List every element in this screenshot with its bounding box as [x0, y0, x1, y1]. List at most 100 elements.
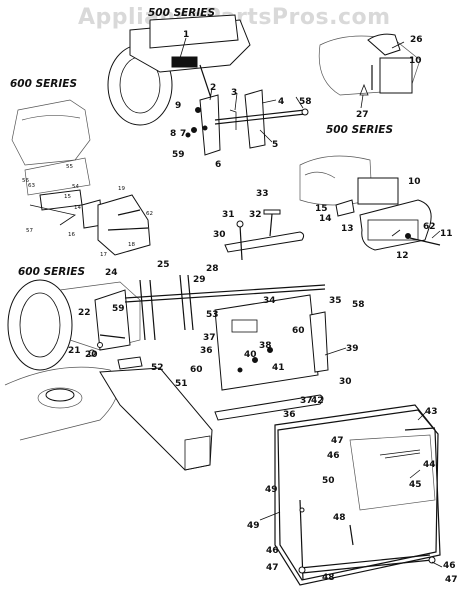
- label-600-series-mid: 600 SERIES: [18, 266, 85, 278]
- callout-58-mid: 58: [352, 300, 365, 310]
- callout-33: 33: [256, 189, 269, 199]
- grass-bag-frame: [259, 404, 441, 586]
- callout-58-top: 58: [299, 97, 312, 107]
- callout-15: 15: [315, 204, 328, 214]
- callout-10-right: 10: [408, 177, 421, 187]
- callout-22: 22: [78, 308, 91, 318]
- callout-35: 35: [329, 296, 342, 306]
- leader-lines: [179, 37, 443, 568]
- left-600-inset: [11, 99, 151, 256]
- inset-callout-56b: 57: [26, 228, 33, 234]
- rod-30-lower: [214, 394, 324, 421]
- callout-62: 62: [423, 222, 436, 232]
- callout-43: 43: [425, 407, 438, 417]
- callout-8: 8: [170, 129, 176, 139]
- callout-46-left: 46: [266, 546, 279, 556]
- bracket-39: [309, 311, 329, 373]
- top-mower-illustration: [107, 14, 309, 156]
- label-600-series-left: 600 SERIES: [10, 78, 77, 90]
- label-500-series-top: 500 SERIES: [148, 7, 215, 19]
- callout-42: 42: [311, 396, 324, 406]
- mounting-plate-34: [214, 294, 319, 391]
- callout-27: 27: [356, 110, 369, 120]
- callout-60-right: 60: [292, 326, 305, 336]
- callout-20: 20: [85, 350, 98, 360]
- callout-47-right: 47: [445, 575, 458, 585]
- crossbar-29: [124, 284, 326, 299]
- callout-32: 32: [249, 210, 262, 220]
- callout-30-lower: 30: [339, 377, 352, 387]
- callout-49-upper: 49: [265, 485, 278, 495]
- bag-44: [349, 434, 436, 511]
- main-frame-assembly: [7, 274, 329, 421]
- chute-cover: [367, 33, 401, 56]
- callout-46-top: 46: [327, 451, 340, 461]
- callout-48-low: 48: [322, 573, 335, 583]
- middle-rod-assembly: [224, 209, 305, 261]
- callout-36-mid: 36: [200, 346, 213, 356]
- callout-1: 1: [183, 30, 189, 40]
- right-500-inset: [299, 155, 441, 251]
- callout-9: 9: [175, 101, 181, 111]
- callout-28: 28: [206, 264, 219, 274]
- inset-callout-62: 62: [146, 211, 153, 217]
- inset-callout-numbers: 56 63 55 54 15 14 19 62 57 16 17 18: [22, 164, 153, 258]
- callout-38: 38: [259, 341, 272, 351]
- hopper-bracket: [171, 56, 198, 68]
- callout-37-low: 37: [300, 396, 313, 406]
- tire-21: [7, 279, 73, 371]
- callout-11: 11: [440, 229, 453, 239]
- frame-45: [274, 404, 441, 586]
- callout-41: 41: [272, 363, 285, 373]
- callout-6: 6: [215, 160, 221, 170]
- plate-10: [357, 177, 399, 205]
- cover-13: [359, 199, 432, 251]
- handle-33: [263, 209, 281, 215]
- side-plate-24: [94, 289, 131, 351]
- callout-49-lower: 49: [247, 521, 260, 531]
- callout-59-mid: 59: [112, 304, 125, 314]
- callout-numbers: 1 2 3 4 5 6 7 8 9 10 10 11 12 13 14 15 2…: [68, 30, 458, 585]
- callout-51: 51: [175, 379, 188, 389]
- callout-7: 7: [180, 129, 186, 139]
- callout-29: 29: [193, 275, 206, 285]
- callout-31: 31: [222, 210, 235, 220]
- callout-25: 25: [157, 260, 170, 270]
- callout-12: 12: [396, 251, 409, 261]
- callout-2: 2: [210, 83, 216, 93]
- chute-body-51: [99, 367, 213, 471]
- bolt-11: [409, 237, 441, 246]
- callout-44: 44: [423, 460, 436, 470]
- rod-30-upper: [224, 231, 305, 253]
- inset-callout-55: 55: [66, 164, 73, 170]
- chute-plate-10: [379, 57, 413, 94]
- clip-52: [117, 356, 143, 370]
- inset-callout-14: 14: [74, 205, 81, 211]
- callout-59-top: 59: [172, 150, 185, 160]
- label-500-series-right: 500 SERIES: [326, 124, 393, 136]
- callout-50: 50: [322, 476, 335, 486]
- callout-26: 26: [410, 35, 423, 45]
- callout-10-top: 10: [409, 56, 422, 66]
- callout-47-top: 47: [331, 436, 344, 446]
- callout-5: 5: [272, 140, 278, 150]
- callout-37-mid: 37: [203, 333, 216, 343]
- mount-plate-6: [199, 94, 221, 156]
- callout-46-right: 46: [443, 561, 456, 571]
- bolt-31: [239, 224, 243, 261]
- pin-32: [269, 213, 273, 237]
- callout-24: 24: [105, 268, 118, 278]
- inset-callout-15: 15: [64, 194, 71, 200]
- callout-30-upper: 30: [213, 230, 226, 240]
- inset-callout-56: 56: [22, 178, 29, 184]
- callout-13: 13: [341, 224, 354, 234]
- hopper-top: [149, 14, 239, 49]
- inset-callout-19: 19: [118, 186, 125, 192]
- callout-21: 21: [68, 346, 81, 356]
- top-right-chute-illustration: [318, 33, 421, 96]
- callout-4: 4: [278, 97, 284, 107]
- callout-3: 3: [231, 88, 237, 98]
- callout-60-left: 60: [190, 365, 203, 375]
- inset-callout-54: 54: [72, 184, 79, 190]
